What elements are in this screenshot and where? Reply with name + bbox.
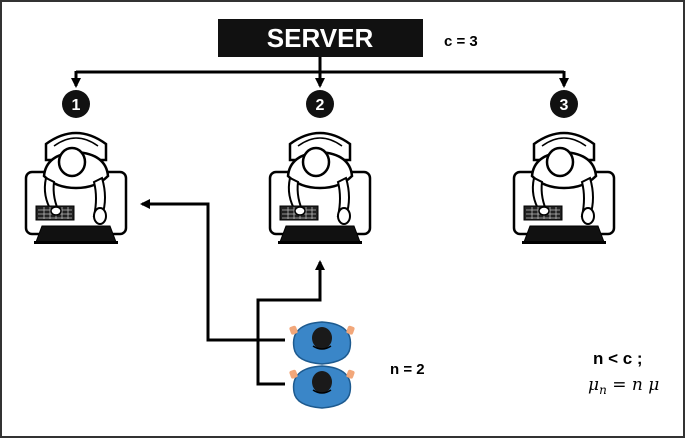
server-node: SERVER (218, 19, 423, 57)
customer-1 (288, 321, 356, 365)
station-badge-1: 1 (62, 90, 90, 118)
customer-count-label: n = 2 (390, 361, 425, 378)
server-distribution-lines (71, 57, 569, 88)
service-rate-formula: μn = n μ (588, 375, 659, 397)
station-number-3: 3 (560, 97, 569, 114)
station-badge-2: 2 (306, 90, 334, 118)
customer-routing-lines (140, 199, 325, 386)
station-number-1: 1 (72, 97, 81, 114)
workstation-2 (268, 131, 372, 246)
workstation-3 (512, 131, 616, 246)
server-box (218, 19, 423, 57)
server-label: SERVER (267, 23, 374, 53)
condition-inequality: n < c ; (593, 349, 643, 368)
workstation-1 (24, 131, 128, 246)
station-badge-3: 3 (550, 90, 578, 118)
capacity-label: c = 3 (444, 33, 478, 50)
station-number-2: 2 (316, 97, 325, 114)
customer-2 (288, 365, 356, 409)
